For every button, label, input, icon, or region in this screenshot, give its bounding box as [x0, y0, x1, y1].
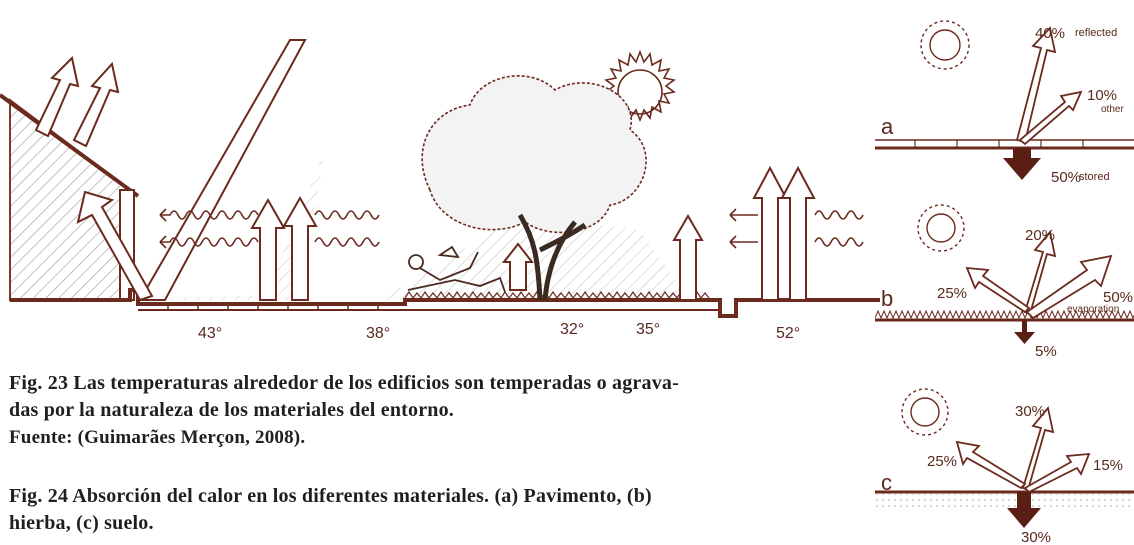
caption-23-source: Fuente: (Guimarães Merçon, 2008).: [9, 427, 306, 448]
caption-24-line-2: hierba, (c) suelo.: [9, 512, 154, 534]
panel-c-soil: c 30% 25% 15% 30%: [875, 388, 1134, 545]
sun-ray-reflection: [76, 39, 307, 302]
panel-letter-a: a: [881, 114, 894, 139]
label-b-50: 50%: [1103, 289, 1133, 306]
roof-heat-arrows: [34, 55, 120, 148]
material-absorption-panels: a 40% reflected 10% other 50% stored b 2…: [875, 20, 1134, 545]
label-b-20: 20%: [1025, 227, 1055, 244]
label-a-stored: stored: [1079, 171, 1110, 183]
label-a-reflected-pct: 40%: [1035, 25, 1065, 42]
sun-icon: [917, 204, 965, 252]
arrow-30pct: [1007, 492, 1041, 528]
label-a-stored-pct: 50%: [1051, 169, 1081, 186]
temp-label-38: 38°: [366, 325, 390, 342]
panel-letter-b: b: [881, 286, 893, 311]
figure-23-caption: Fig. 23 Las temperaturas alrededor de lo…: [9, 370, 855, 451]
vertical-heat-arrows: [250, 165, 816, 301]
label-b-evaporation: evaporation: [1067, 304, 1119, 315]
wavy-heat-lines: [159, 208, 864, 249]
arrow-stored: [1003, 148, 1041, 180]
caption-24-line-1: Fig. 24 Absorción del calor en los difer…: [9, 485, 652, 507]
label-c-25: 25%: [927, 453, 957, 470]
heat-sketch-illustration: 43° 38° 32° 35° 52°: [0, 39, 880, 342]
label-b-5: 5%: [1035, 343, 1057, 360]
sun-icon: [604, 49, 676, 123]
label-c-30-up: 30%: [1015, 403, 1045, 420]
temp-label-43: 43°: [198, 325, 222, 342]
building: [0, 93, 140, 301]
sun-icon: [901, 388, 949, 436]
label-a-reflected: reflected: [1075, 27, 1117, 39]
label-a-other-pct: 10%: [1087, 87, 1117, 104]
label-c-30-down: 30%: [1021, 529, 1051, 545]
figure-24-caption: Fig. 24 Absorción del calor en los difer…: [9, 483, 855, 537]
arrow-5pct: [1014, 320, 1035, 344]
sun-icon: [920, 20, 970, 70]
tree: [421, 75, 647, 301]
caption-23-line-1: Fig. 23 Las temperaturas alrededor de lo…: [9, 372, 679, 394]
label-b-25: 25%: [937, 285, 967, 302]
temp-label-52: 52°: [776, 325, 800, 342]
temp-label-32: 32°: [560, 321, 584, 338]
label-c-15: 15%: [1093, 457, 1123, 474]
label-a-other: other: [1101, 104, 1124, 115]
ground-line: [10, 288, 880, 318]
person-lounging: [407, 245, 506, 293]
panel-b-grass: b 20% 25% 50% evaporation 5%: [875, 204, 1134, 360]
panel-letter-c: c: [881, 470, 892, 495]
panel-a-pavement: a 40% reflected 10% other 50% stored: [875, 20, 1134, 186]
temp-label-35: 35°: [636, 321, 660, 338]
caption-23-line-2: das por la naturaleza de los materiales …: [9, 399, 454, 421]
